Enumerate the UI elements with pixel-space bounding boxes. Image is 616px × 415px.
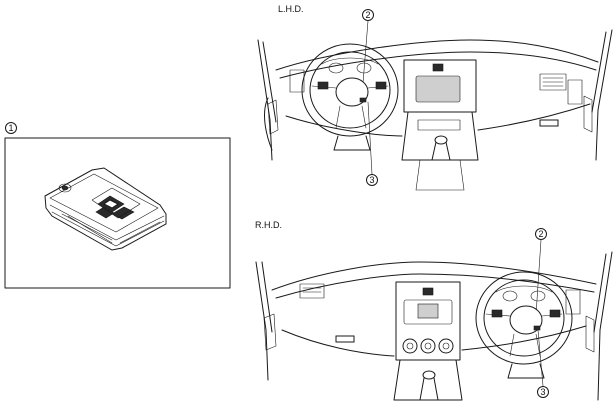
callout-circle-rhd-top: [535, 228, 547, 240]
rhd-view: R.H.D. 2 3: [255, 220, 613, 401]
lhd-view: L.H.D. 2 3: [257, 4, 613, 191]
key-frame: [4, 137, 231, 289]
callout-key: 1: [8, 123, 13, 133]
steering-wheel-icon: [475, 271, 573, 379]
callout-rhd-top: 2: [538, 229, 543, 239]
callout-circle-rhd-bottom: [537, 386, 549, 398]
callout-circle-lhd-top: [362, 9, 374, 21]
label-rhd: R.H.D.: [255, 220, 282, 230]
callout-lhd-bottom: 3: [369, 175, 374, 185]
gear-shifter-icon: [419, 370, 439, 401]
callout-rhd-bottom: 3: [540, 387, 545, 397]
gear-shifter-icon: [415, 135, 465, 191]
leader-lhd-top: [362, 20, 369, 84]
key-panel: 1: [4, 122, 231, 289]
key-fob-icon: [44, 167, 167, 251]
dashboard-icon: [257, 29, 613, 191]
callout-circle-lhd-bottom: [366, 174, 378, 186]
leader-lhd-bottom: [367, 101, 373, 175]
callout-lhd-top: 2: [365, 10, 370, 20]
leader-rhd-top: [535, 239, 542, 316]
callout-circle-key: [5, 122, 17, 134]
label-lhd: L.H.D.: [278, 4, 304, 14]
leader-rhd-bottom: [537, 329, 544, 387]
dashboard-icon: [255, 251, 613, 401]
steering-wheel-icon: [301, 43, 399, 151]
